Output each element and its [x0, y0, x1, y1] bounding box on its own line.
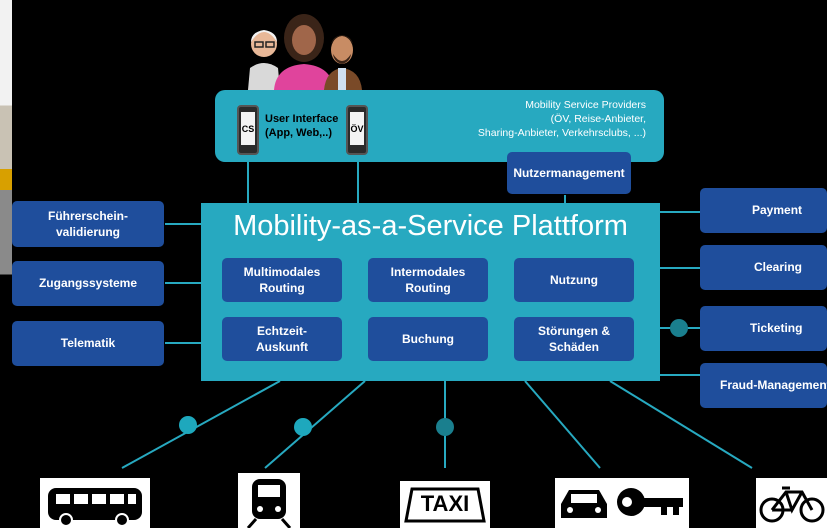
phone-cs-icon: CS [237, 105, 259, 155]
bicycle-icon [756, 478, 827, 528]
bus-icon [40, 478, 150, 528]
users-icon [248, 14, 362, 90]
connector-node [294, 418, 312, 436]
payment-box: Payment [700, 188, 827, 233]
fuehrerscheinvalidierung-box: Führerschein- validierung [12, 201, 164, 247]
car-sharing-icon [555, 478, 689, 528]
train-icon [238, 473, 300, 528]
background-photo-strip [0, 0, 12, 528]
zugangssysteme-box: Zugangssysteme [12, 261, 164, 306]
buchung-box: Buchung [368, 317, 488, 361]
maas-platform: Mobility-as-a-Service Plattform Multimod… [201, 203, 660, 381]
taxi-icon: TAXI [400, 481, 490, 528]
stoerungen-schaeden-box: Störungen & Schäden [514, 317, 634, 361]
clearing-box: Clearing [700, 245, 827, 290]
intermodal-routing-box: Intermodales Routing [368, 258, 488, 302]
user-interface-label: User Interface (App, Web,..) [265, 113, 339, 140]
ticketing-box: Ticketing [700, 306, 827, 351]
connector-node [670, 319, 688, 337]
platform-title: Mobility-as-a-Service Plattform [233, 210, 628, 242]
multimodal-routing-box: Multimodales Routing [222, 258, 342, 302]
connector-node [436, 418, 454, 436]
nutzermanagement-box: Nutzermanagement [507, 152, 631, 194]
nutzung-box: Nutzung [514, 258, 634, 302]
telematik-box: Telematik [12, 321, 164, 366]
taxi-label: TAXI [420, 491, 470, 516]
echtzeit-auskunft-box: Echtzeit- Auskunft [222, 317, 342, 361]
taxi-sign-shape [404, 487, 486, 523]
user-interface-panel: CS User Interface (App, Web,..) ÖV Mobil… [215, 90, 664, 162]
connector-node [179, 416, 197, 434]
fraud-management-box: Fraud-Management [700, 363, 827, 408]
mobility-service-providers-label: Mobility Service Providers (ÖV, Reise-An… [477, 99, 646, 140]
phone-oev-icon: ÖV [346, 105, 368, 155]
